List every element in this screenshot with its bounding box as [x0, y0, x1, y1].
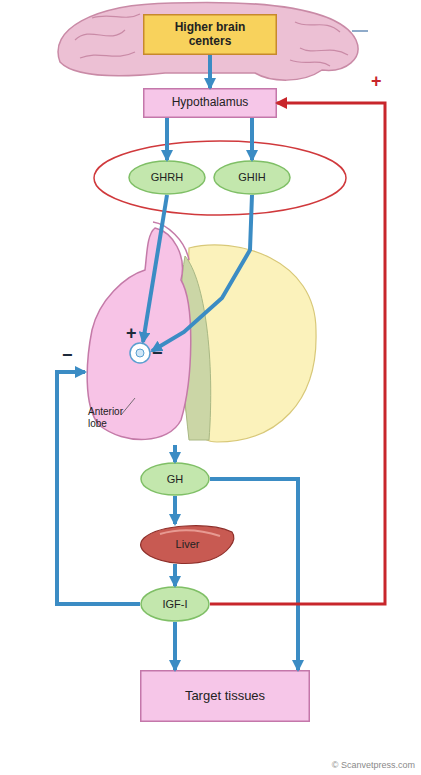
target-box: Target tissues: [140, 670, 310, 722]
flow-arrow: [173, 445, 177, 462]
watermark: © Scanvetpress.com: [332, 760, 415, 770]
node-text: Liver: [176, 538, 200, 551]
pituitary-gland: Anterior lobe: [85, 220, 318, 445]
flow-arrow: [208, 55, 212, 88]
node-text: IGF-I: [162, 598, 187, 611]
regulation-sign: −: [152, 344, 163, 362]
regulation-sign: −: [62, 346, 73, 364]
hormone-ellipse: IGF-I: [140, 586, 210, 622]
node-text: GHIH: [238, 171, 266, 184]
flow-arrow: [250, 118, 254, 160]
hypothalamus-box: Hypothalamus: [143, 88, 277, 118]
flow-arrow: [173, 564, 177, 586]
flow-arrow: [173, 622, 177, 670]
hormone-ellipse: GH: [140, 462, 210, 496]
flow-arrow: [173, 496, 177, 524]
flow-arrow: [165, 118, 169, 160]
highlight-ellipse: [94, 141, 346, 215]
regulation-sign: +: [126, 324, 137, 342]
node-text: GH: [167, 473, 184, 486]
flow-arrow: [210, 479, 298, 670]
flow-arrow: [57, 372, 140, 604]
node-text: Higher brain centers: [168, 21, 252, 49]
hormone-ellipse: GHIH: [213, 160, 291, 195]
node-text: GHRH: [151, 171, 183, 184]
hormone-ellipse: GHRH: [128, 160, 206, 195]
corner-mark: [352, 30, 368, 32]
node-text: Target tissues: [185, 689, 265, 704]
regulation-sign: +: [371, 72, 382, 90]
brain-illustration: [58, 2, 358, 80]
node-text: Anterior lobe: [88, 406, 138, 429]
node-text: Hypothalamus: [172, 96, 249, 110]
brain-centers-box: Higher brain centers: [143, 14, 277, 55]
liver-organ: Liver: [140, 524, 235, 564]
brain-gyri: [75, 14, 348, 66]
